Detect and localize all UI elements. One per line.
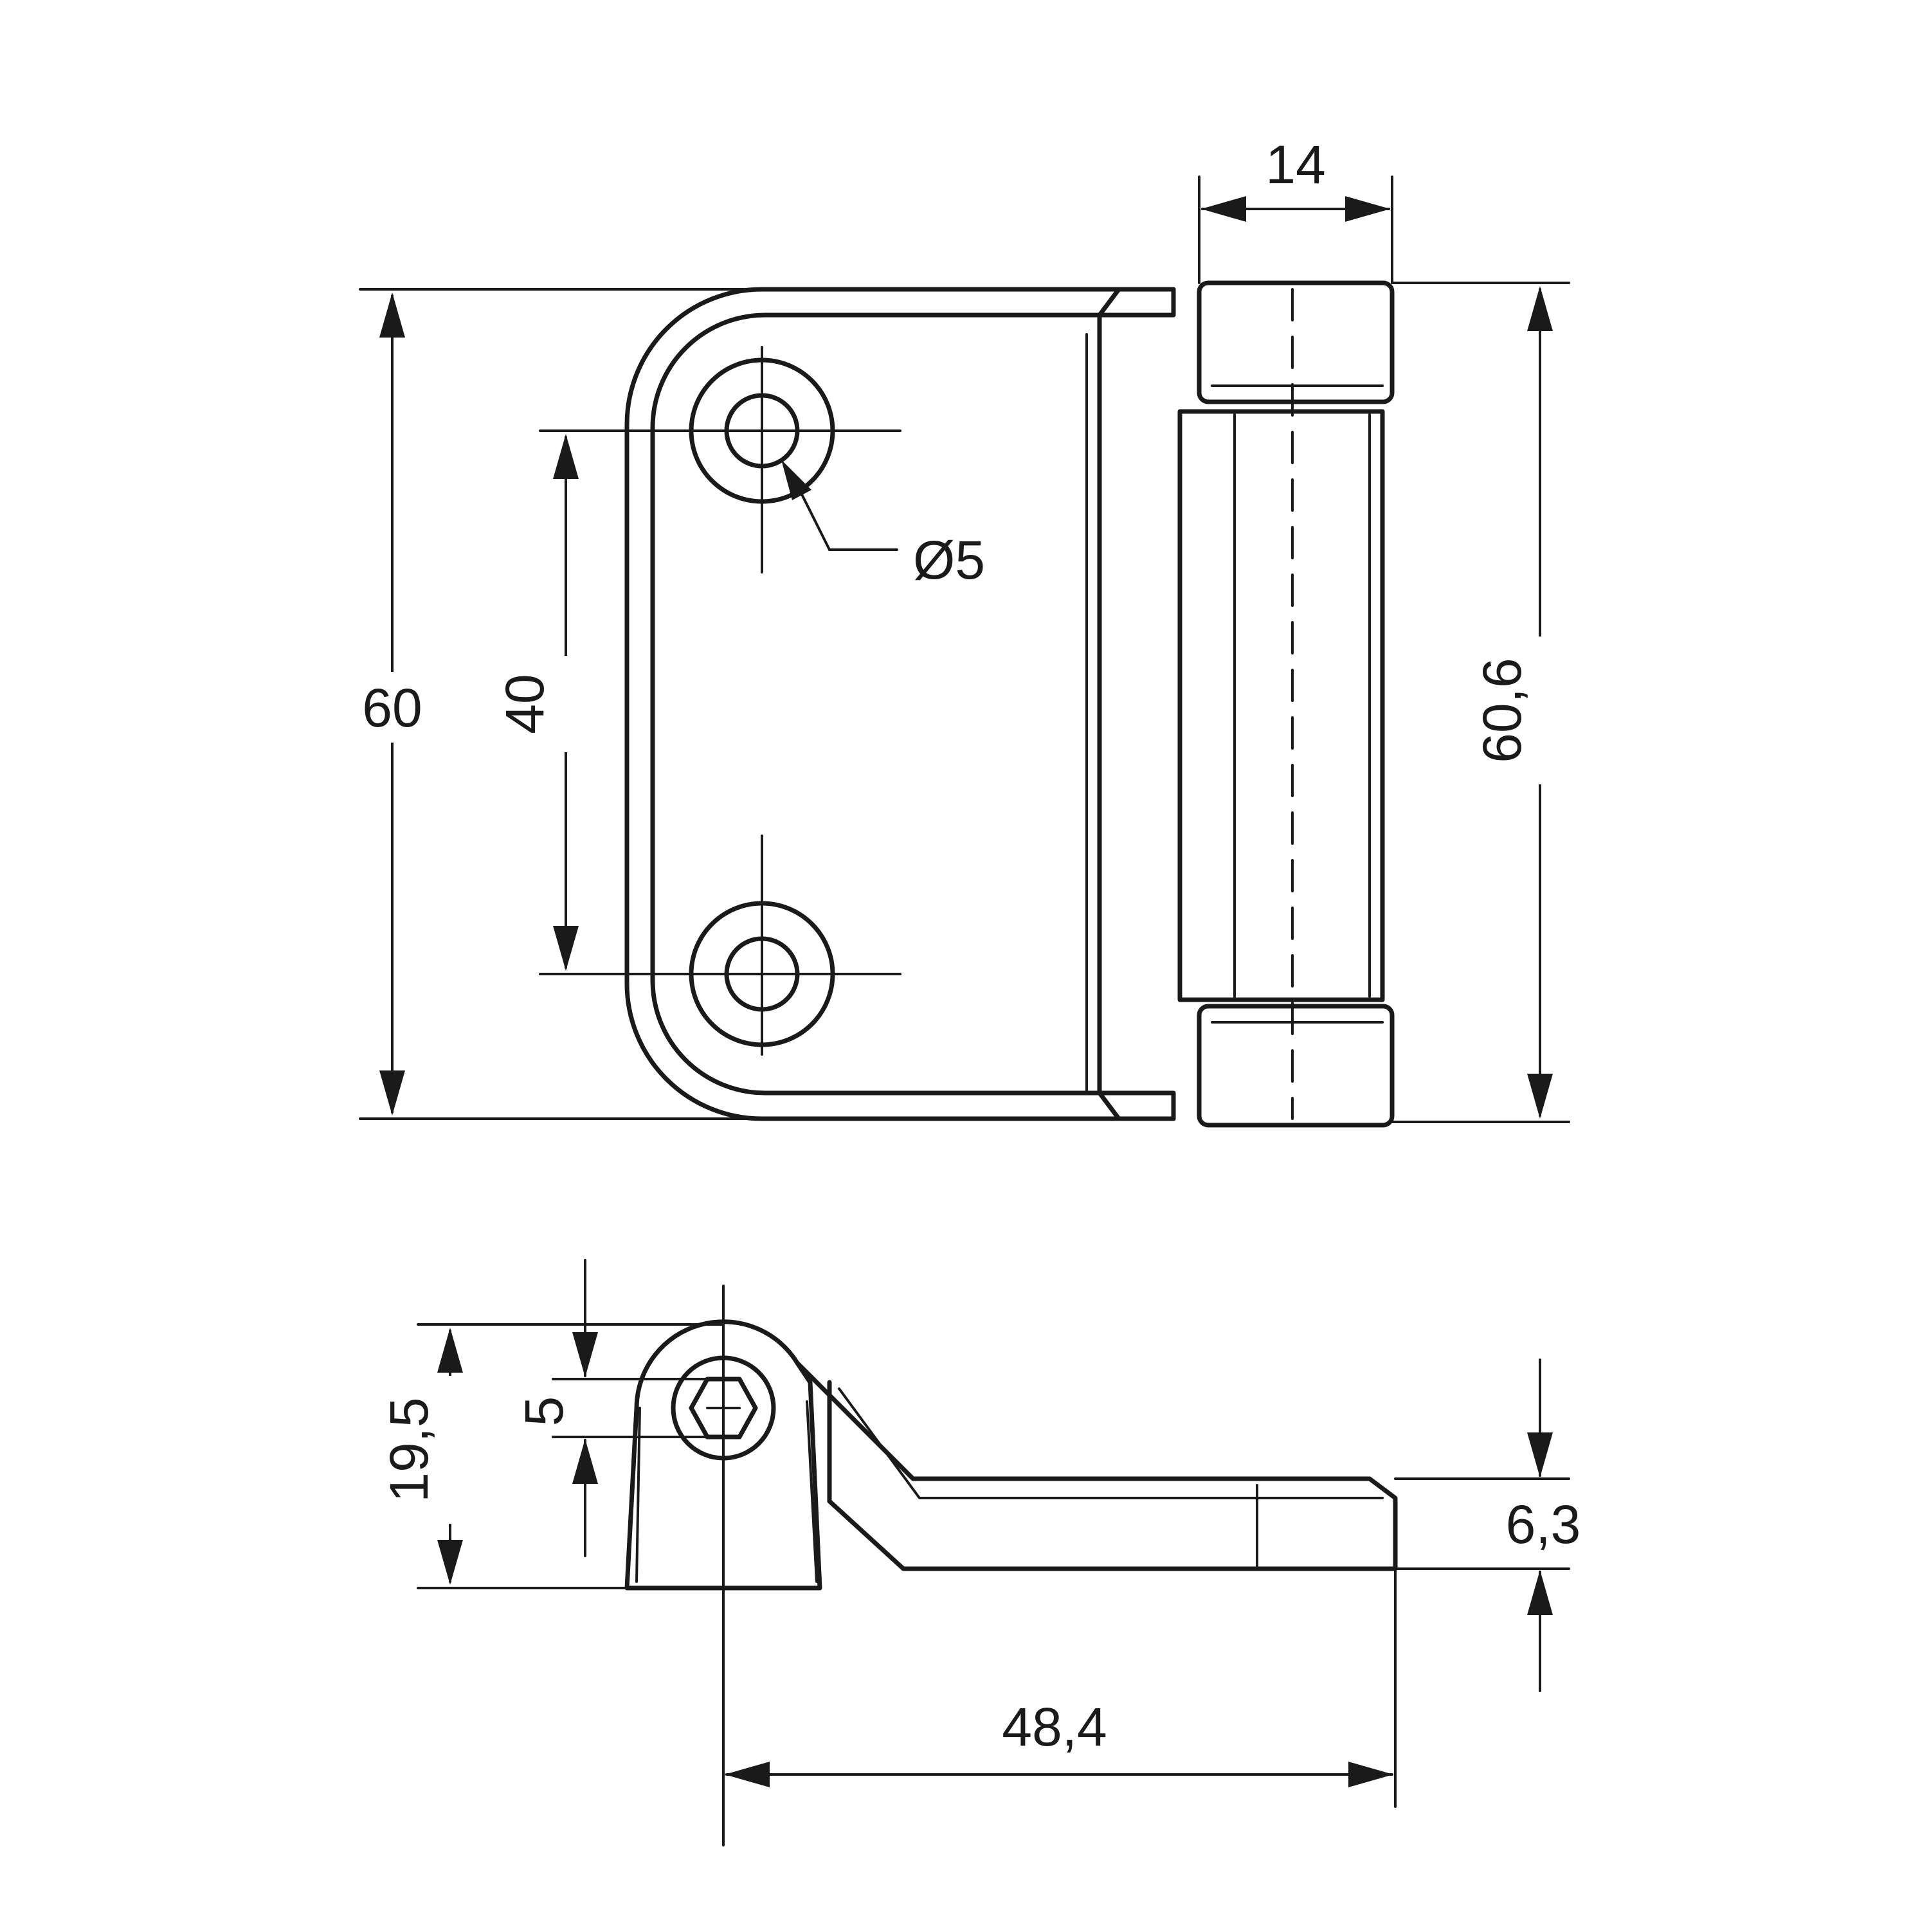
overall-length-label: 48,4 — [1002, 1697, 1107, 1757]
dim40-arrow-bottom — [553, 926, 579, 971]
side-leaf-outline — [795, 1360, 1398, 1571]
leaf-bevel-edge-top — [1097, 287, 1121, 318]
bottom-knuckle — [1197, 1004, 1395, 1128]
height-knuckle-label: 60,6 — [1472, 658, 1532, 763]
dim60-arrow-top — [379, 293, 405, 338]
dim484-arrow-right — [1348, 1762, 1393, 1787]
leaf-outline — [624, 287, 1176, 1121]
top-knuckle — [1197, 280, 1395, 404]
side-leaf-inner — [838, 1387, 1384, 1499]
middle-barrel — [1177, 409, 1385, 1002]
dim14-arrow-right — [1345, 196, 1390, 222]
dim195-arrow-bottom — [437, 1540, 463, 1585]
dim60-arrow-bottom — [379, 1070, 405, 1115]
dim606-arrow-top — [1527, 286, 1553, 331]
top-mounting-hole — [539, 346, 901, 573]
dim14-arrow-left — [1201, 196, 1246, 222]
side-height-label: 19,5 — [379, 1397, 439, 1503]
dim195-arrow-top — [437, 1328, 463, 1373]
leaf-bevel-edge-bottom — [1097, 1090, 1121, 1121]
leaf-thickness-label: 6,3 — [1506, 1494, 1581, 1555]
dim484-arrow-left — [725, 1762, 770, 1787]
front-view: Ø5 60 40 14 60,6 — [347, 134, 1570, 1128]
dim5-arrow-bottom — [572, 1439, 598, 1484]
dim60-text-bg — [347, 672, 437, 743]
dim5-arrow-top — [572, 1332, 598, 1377]
dim40-arrow-top — [553, 434, 579, 479]
bottom-mounting-hole — [539, 835, 901, 1056]
side-view: 19,5 5 6,3 48,4 — [379, 1259, 1581, 1846]
diameter-leader-arrowhead — [781, 460, 811, 500]
dim195-text-bg — [379, 1376, 457, 1524]
dim63-arrow-top — [1527, 1432, 1553, 1477]
leaf-bevel — [1097, 287, 1176, 1121]
dim40-text-bg — [495, 656, 579, 752]
dim606-text-bg — [1466, 636, 1556, 784]
hole-spacing-label: 40 — [494, 674, 555, 734]
hole-diameter-label: Ø5 — [913, 530, 985, 590]
dim606-arrow-bottom — [1527, 1074, 1553, 1119]
pin-offset-label: 5 — [514, 1396, 574, 1427]
knuckle-width-label: 14 — [1265, 134, 1325, 195]
leaf-inner-outline — [650, 312, 1102, 1096]
height-leaf-label: 60 — [362, 678, 422, 738]
hex-socket-icon — [689, 1377, 758, 1440]
side-knuckle-inner — [635, 1400, 818, 1583]
dim63-arrow-bottom — [1527, 1570, 1553, 1615]
